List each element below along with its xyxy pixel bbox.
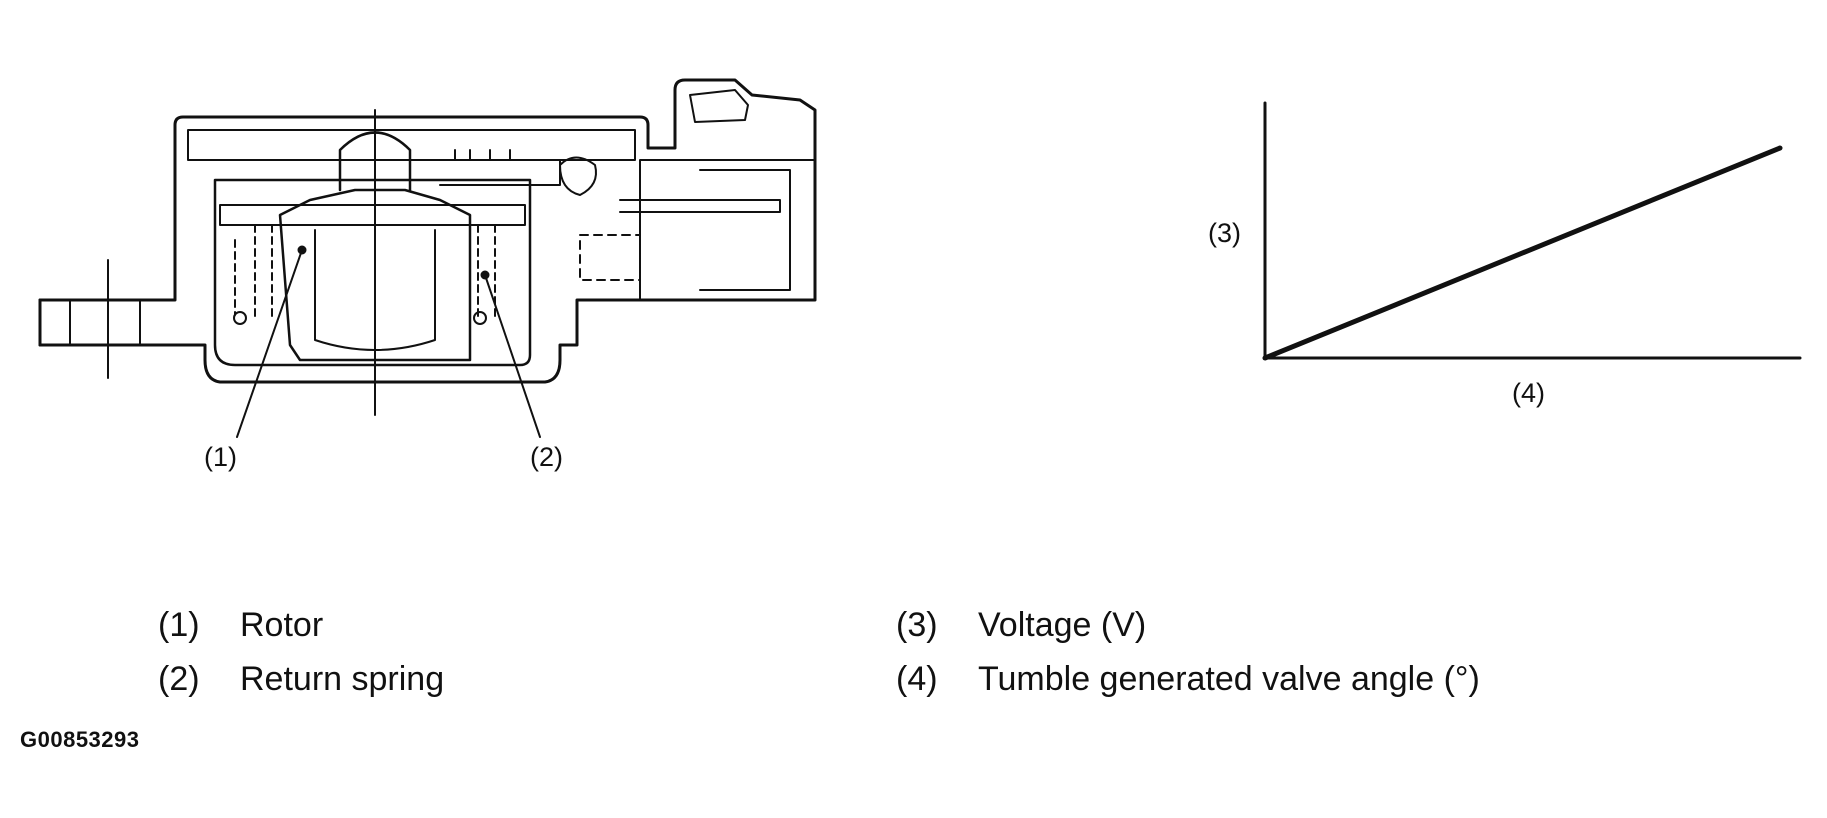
connector-hood <box>689 89 749 123</box>
inner-cavity <box>213 178 532 367</box>
characteristic-plot <box>1262 101 1802 361</box>
sensor-housing-outline <box>38 78 817 384</box>
legend-item: (1) Rotor <box>158 605 444 645</box>
rotor-body <box>278 188 472 362</box>
leader-dot-1 <box>297 245 307 255</box>
legend-item: (2) Return spring <box>158 659 444 699</box>
mounting-flange <box>38 298 177 347</box>
inner-housing-wall <box>187 129 636 161</box>
connector-body <box>639 159 816 301</box>
callout-2: (2) <box>530 442 563 472</box>
legend-number: (4) <box>896 660 938 698</box>
callout-3: (3) <box>1208 218 1241 248</box>
legend-item: (3) Voltage (V) <box>896 605 1480 645</box>
legend-right: (3) Voltage (V) (4) Tumble generated valve… <box>896 605 1480 699</box>
spring-coil-end-2 <box>473 311 487 325</box>
figure-code: G00853293 <box>20 727 140 752</box>
leader-line-1 <box>236 249 303 438</box>
legend-text: Voltage (V) <box>978 606 1147 644</box>
connector-latch <box>559 156 597 196</box>
leader-line-2 <box>484 274 541 438</box>
terminal-dashed <box>579 234 641 281</box>
rotor-plate <box>219 204 526 226</box>
connector-socket <box>699 169 791 291</box>
circuit-board <box>439 159 561 186</box>
connector-pin <box>619 199 781 213</box>
legend-text: Rotor <box>240 606 324 644</box>
legend-text: Tumble generated valve angle (°) <box>978 660 1480 698</box>
spring-coil-end <box>233 311 247 325</box>
legend-number: (1) <box>158 606 200 644</box>
legend-text: Return spring <box>240 660 445 698</box>
sensor-cross-section <box>38 78 817 438</box>
return-spring-left <box>234 224 273 321</box>
legend-number: (2) <box>158 660 200 698</box>
legend-item: (4) Tumble generated valve angle (°) <box>896 659 1480 699</box>
legend-left: (1) Rotor (2) Return spring <box>158 605 444 699</box>
leader-dot-2 <box>480 270 490 280</box>
legend-number: (3) <box>896 606 938 644</box>
circuit-pins <box>454 149 511 161</box>
callout-4: (4) <box>1512 378 1545 408</box>
plot-characteristic-line <box>1262 145 1783 361</box>
callout-1: (1) <box>204 442 237 472</box>
